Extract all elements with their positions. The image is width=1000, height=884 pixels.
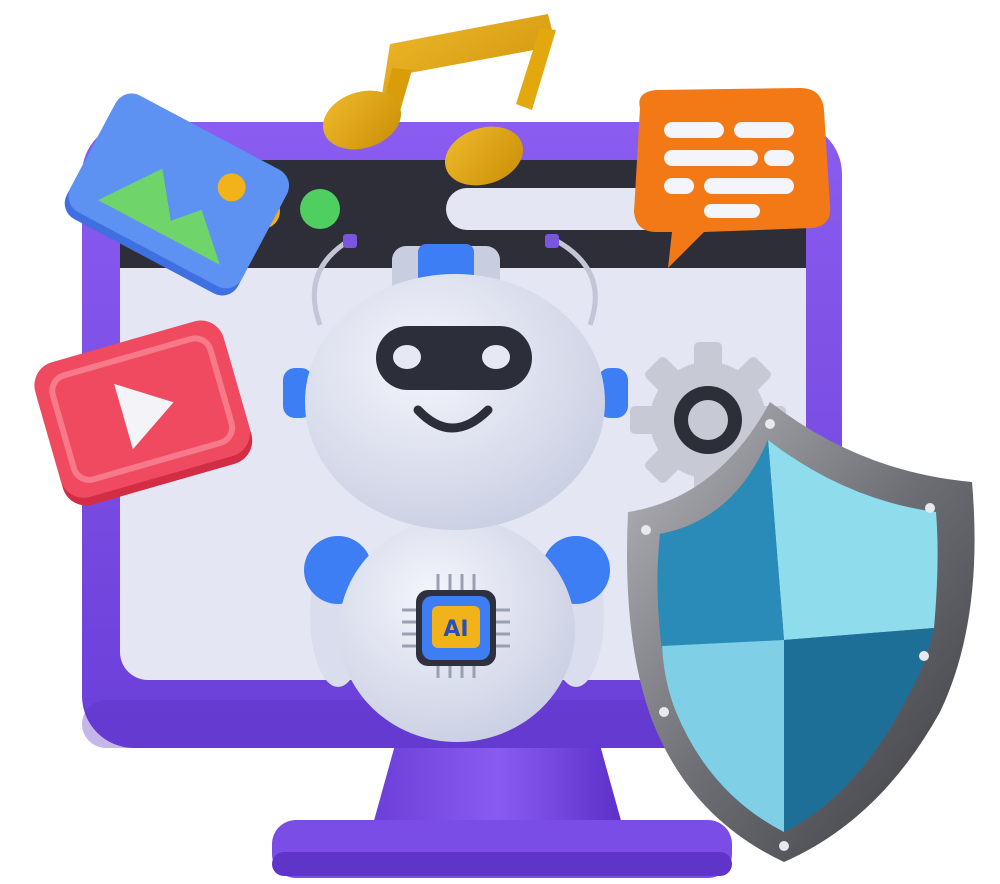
window-dot-green bbox=[300, 189, 340, 229]
image-icon bbox=[64, 93, 290, 296]
gear-icon bbox=[630, 342, 786, 498]
chat-bubble-icon bbox=[634, 88, 831, 268]
music-note-icon bbox=[322, 14, 556, 186]
play-icon bbox=[34, 320, 253, 506]
monitor-stand bbox=[272, 745, 732, 878]
ai-chip-icon: AI bbox=[402, 574, 510, 678]
ai-chip-label: AI bbox=[443, 617, 468, 642]
robot-smile bbox=[413, 405, 493, 433]
shield-icon bbox=[627, 402, 975, 862]
robot-icon: AI bbox=[283, 234, 628, 742]
robot-face-visor bbox=[376, 326, 532, 390]
